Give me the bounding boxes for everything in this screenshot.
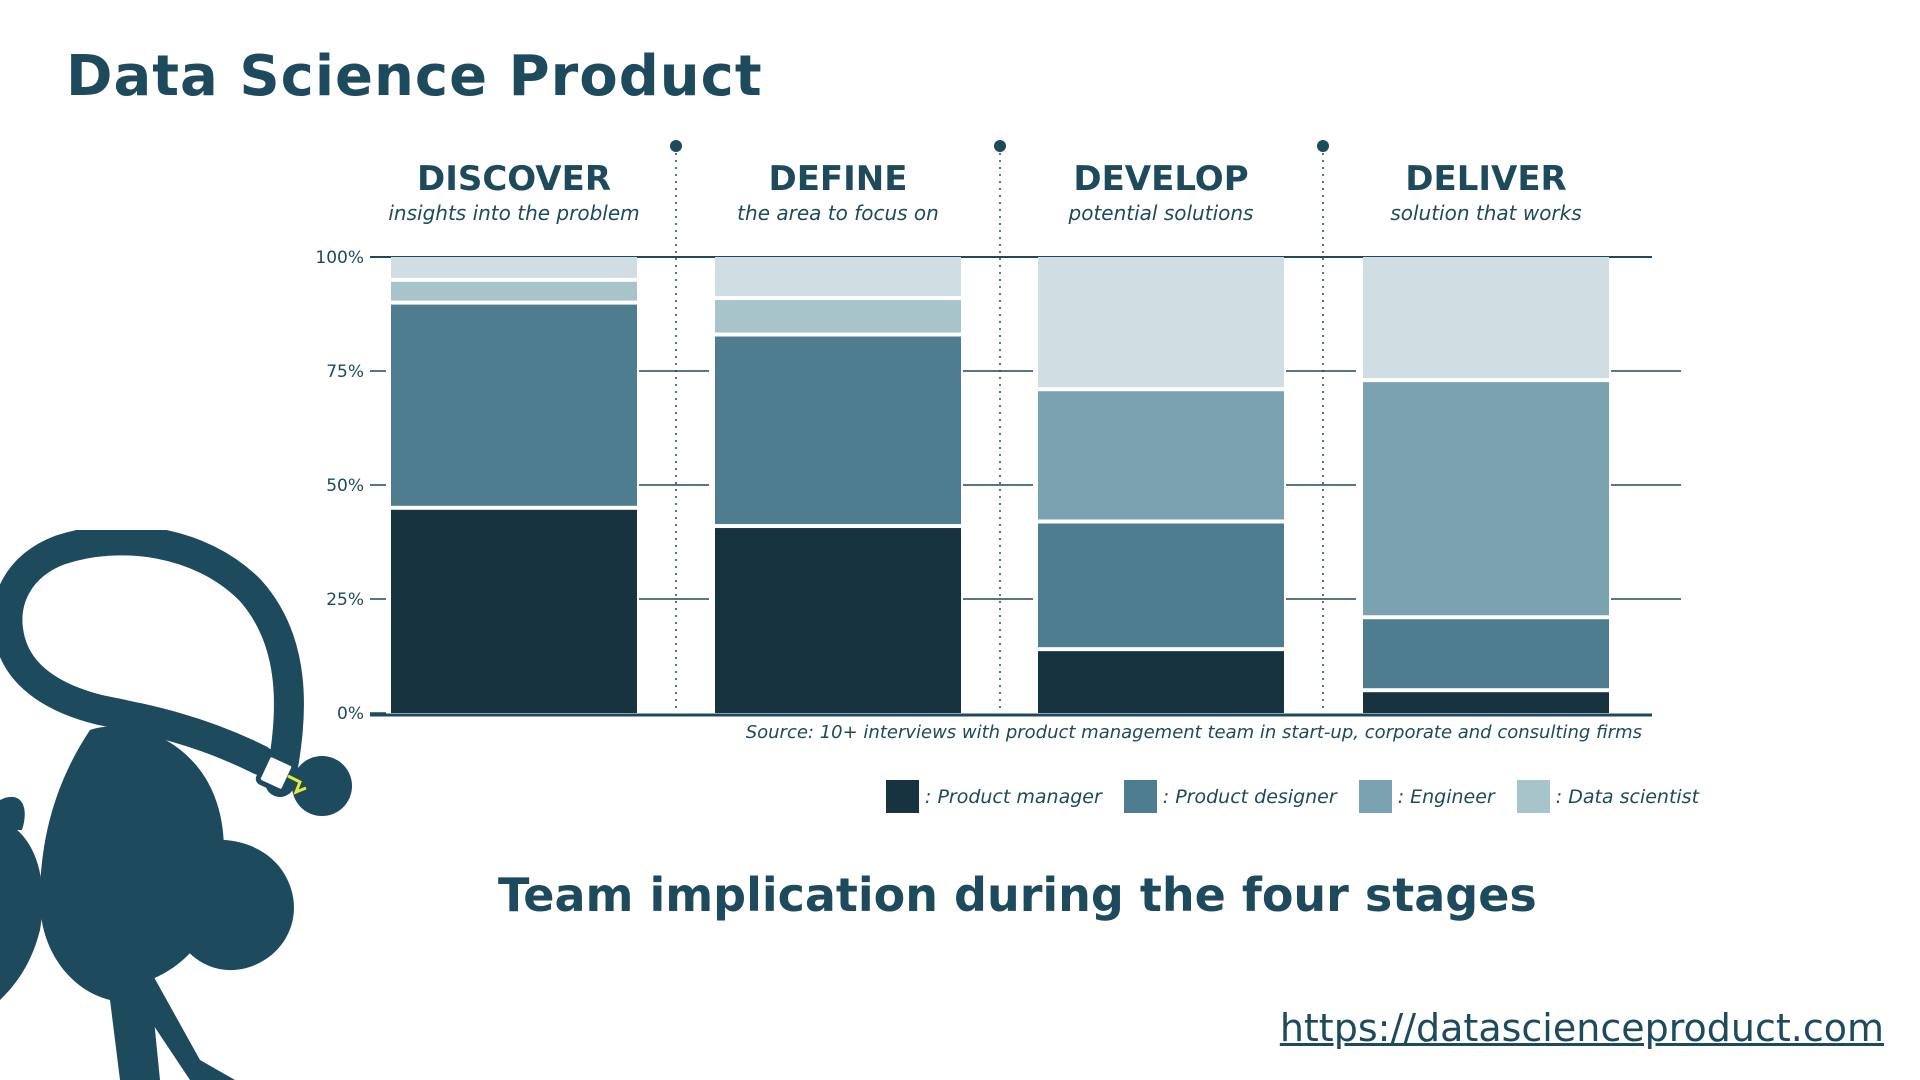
legend-label-data-scientist: : Data scientist [1555, 785, 1700, 808]
stage-separator-dot [670, 140, 682, 152]
stage-separator-dot [994, 140, 1006, 152]
stage-title-discover: DISCOVER [417, 159, 611, 199]
legend-swatch-engineer [1358, 780, 1392, 813]
stage-title-deliver: DELIVER [1405, 159, 1566, 199]
bar-deliver-data-scientist [1363, 257, 1609, 379]
legend-label-product-manager: : Product manager [925, 785, 1102, 808]
source-note: Source: 10+ interviews with product mana… [745, 722, 1642, 743]
bar-discover-data-scientist [391, 257, 637, 278]
legend: : Product manager : Product designer : E… [886, 780, 1699, 813]
bars [391, 257, 1609, 713]
stage-subtitle-develop: potential solutions [1068, 201, 1254, 225]
y-tick-label: 100% [315, 248, 364, 268]
legend-swatch-data-scientist [1516, 780, 1550, 813]
bar-discover-product-designer [391, 304, 637, 506]
stage-title-develop: DEVELOP [1073, 159, 1248, 199]
website-link[interactable]: https://datascienceproduct.com [1279, 1006, 1884, 1050]
headline: Team implication during the four stages [498, 868, 1537, 922]
legend-swatch-product-designer [1123, 780, 1157, 813]
bar-discover-product-manager [391, 509, 637, 713]
bar-define-data-scientist [715, 257, 961, 297]
y-tick-label: 0% [337, 704, 364, 724]
bar-define-engineer [715, 300, 961, 333]
y-tick-label: 50% [326, 476, 364, 496]
y-tick-label: 25% [326, 590, 364, 610]
bar-discover-engineer [391, 281, 637, 301]
lightbulb-icon [255, 752, 352, 816]
bar-define-product-designer [715, 336, 961, 525]
legend-item-data-scientist: : Data scientist [1516, 780, 1700, 813]
monkey-lightbulb-logo [0, 530, 352, 1080]
legend-label-engineer: : Engineer [1397, 785, 1495, 808]
stage-title-define: DEFINE [768, 159, 907, 199]
y-tick-label: 75% [326, 362, 364, 382]
stage-subtitle-define: the area to focus on [737, 201, 939, 225]
legend-item-product-manager: : Product manager [886, 780, 1102, 813]
legend-swatch-product-manager [886, 780, 919, 813]
bar-develop-product-designer [1038, 523, 1284, 648]
bar-develop-product-manager [1038, 651, 1284, 713]
brand-title: Data Science Product [66, 44, 763, 109]
bar-develop-data-scientist [1038, 257, 1284, 388]
bar-deliver-product-designer [1363, 619, 1609, 689]
stage-subtitle-deliver: solution that works [1390, 201, 1581, 225]
stage-separator-dot [1317, 140, 1329, 152]
legend-label-product-designer: : Product designer [1162, 785, 1337, 808]
monkey-silhouette [0, 530, 304, 1080]
legend-item-engineer: : Engineer [1358, 780, 1495, 813]
bar-deliver-product-manager [1363, 692, 1609, 713]
legend-item-product-designer: : Product designer [1123, 780, 1337, 813]
bar-define-product-manager [715, 528, 961, 713]
bar-deliver-engineer [1363, 382, 1609, 616]
bar-develop-engineer [1038, 391, 1284, 520]
stage-separators [670, 140, 1329, 713]
stage-subtitle-discover: insights into the problem [388, 201, 639, 225]
